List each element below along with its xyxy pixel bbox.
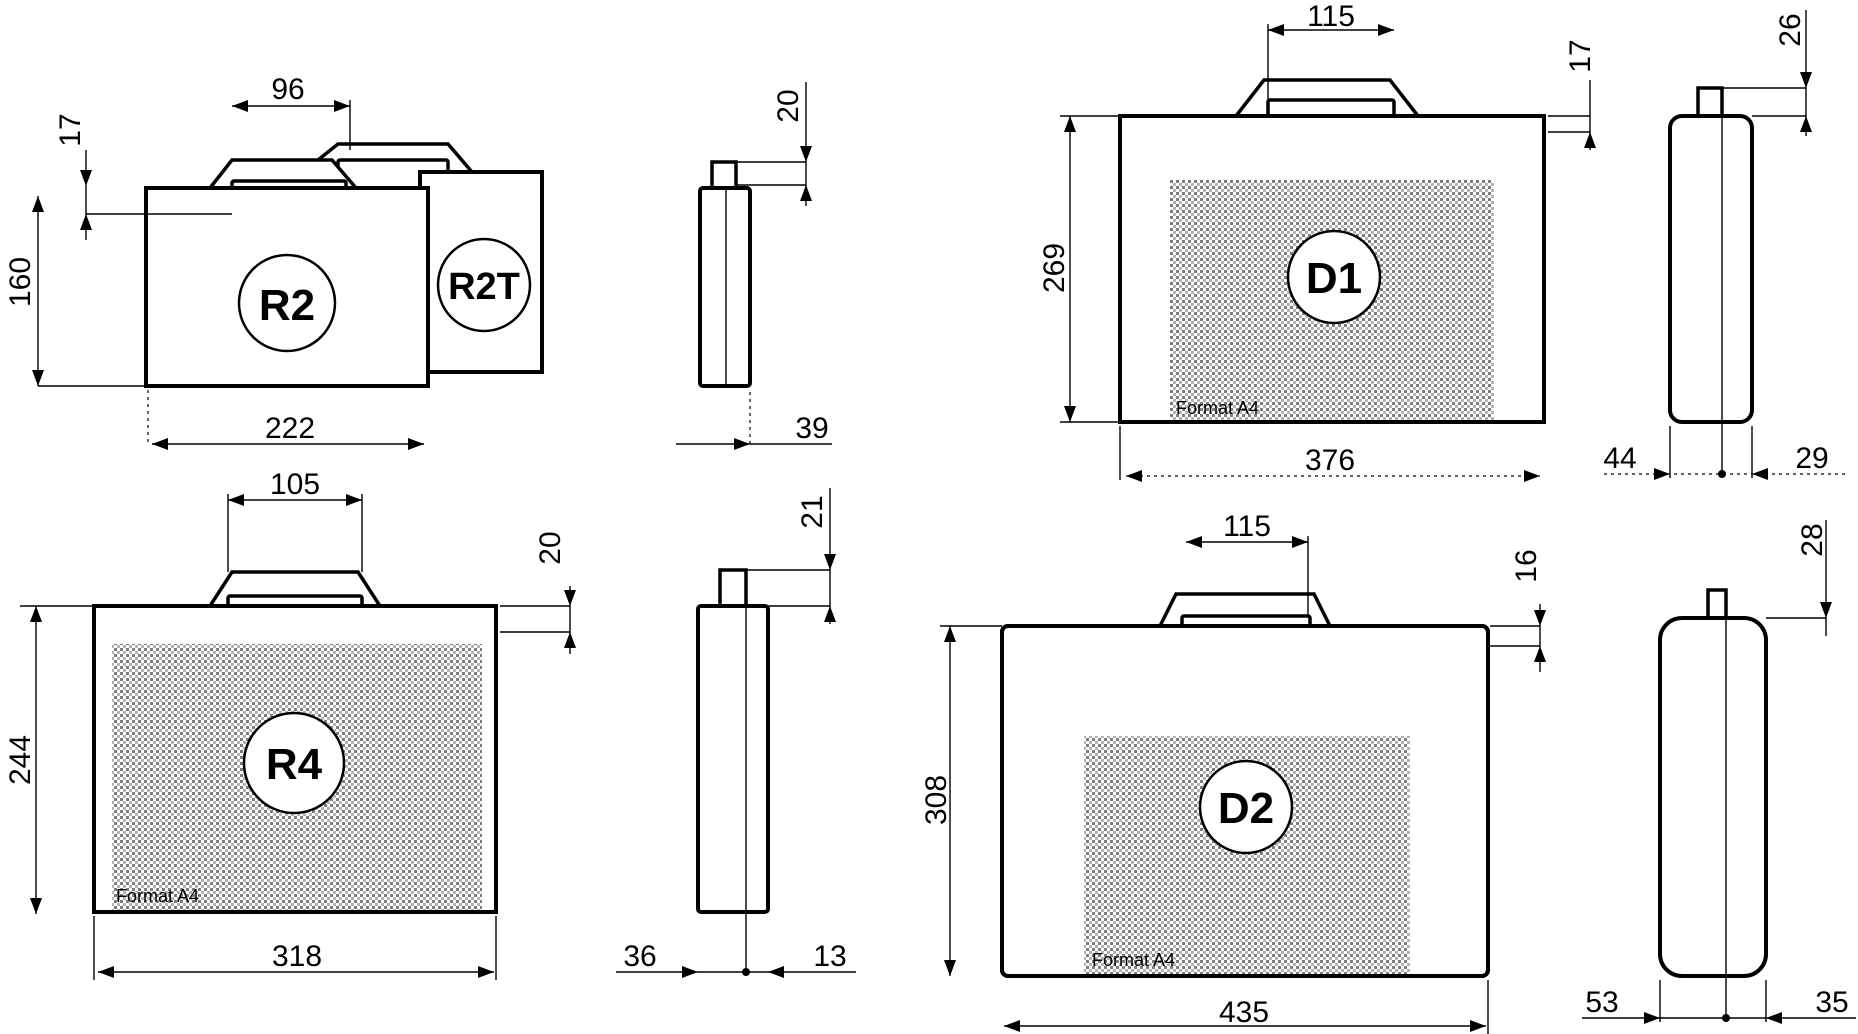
r4-height: 244 <box>4 735 37 785</box>
d2-handle-width: 115 <box>1223 510 1271 543</box>
r2-side-depth: 39 <box>795 412 828 445</box>
d1-dimensions: 115 17 269 376 <box>1038 0 1597 482</box>
case-r2t-label: R2T <box>448 266 520 308</box>
r4-side-left: 36 <box>623 940 656 973</box>
case-r4: R4 Format A4 <box>92 570 498 914</box>
case-r2: R2 <box>144 158 430 388</box>
d1-side-right: 29 <box>1795 442 1828 475</box>
r2-side-top: 20 <box>772 89 805 122</box>
case-d2: D2 Format A4 <box>1000 592 1490 978</box>
case-d1-label: D1 <box>1306 254 1362 303</box>
d1-handle-height: 17 <box>1564 39 1597 72</box>
case-d1: D1 Format A4 <box>1118 78 1546 424</box>
d1-format-label: Format A4 <box>1176 398 1259 418</box>
r4-side-top: 21 <box>796 495 829 528</box>
d2-height: 308 <box>920 775 953 825</box>
case-r4-side: 21 36 13 <box>616 488 856 978</box>
case-d1-side: 26 44 29 <box>1603 10 1846 480</box>
case-r2-label: R2 <box>259 281 315 330</box>
d1-height: 269 <box>1038 243 1071 293</box>
r4-handle-width: 105 <box>270 468 320 501</box>
r2-handle-width: 96 <box>271 73 304 106</box>
r2-handle-height: 17 <box>54 113 87 146</box>
d2-format-label: Format A4 <box>1092 950 1175 970</box>
r4-side-right: 13 <box>813 940 846 973</box>
d1-side-left: 44 <box>1603 442 1636 475</box>
d2-width: 435 <box>1219 996 1269 1029</box>
r4-dimensions: 105 20 244 318 <box>4 468 576 980</box>
d2-side-left: 53 <box>1585 986 1618 1019</box>
d2-dimensions: 115 16 308 435 <box>920 510 1546 1034</box>
d1-handle-width: 115 <box>1307 0 1355 33</box>
r2-height: 160 <box>4 257 37 307</box>
r2-width: 222 <box>265 412 315 445</box>
r4-handle-height: 20 <box>534 531 567 564</box>
d1-side-top: 26 <box>1774 13 1807 46</box>
case-d2-label: D2 <box>1218 784 1274 833</box>
r4-width: 318 <box>272 940 322 973</box>
d2-side-top: 28 <box>1796 523 1829 556</box>
case-r2-side: 20 39 <box>676 82 832 450</box>
case-r4-label: R4 <box>266 740 323 789</box>
d2-side-right: 35 <box>1815 986 1848 1019</box>
case-d2-side: 28 53 35 <box>1582 520 1856 1024</box>
d1-width: 376 <box>1305 444 1355 477</box>
d2-handle-height: 16 <box>1510 549 1543 582</box>
r4-format-label: Format A4 <box>116 886 199 906</box>
r2-dimensions: 96 17 160 222 <box>4 73 424 450</box>
